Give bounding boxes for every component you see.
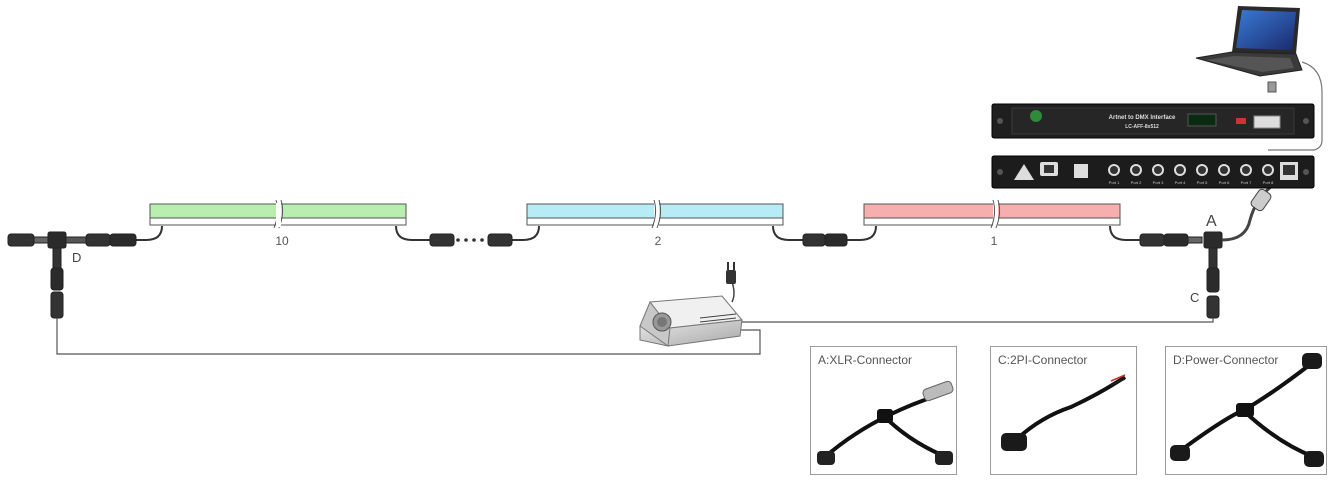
port-label: Port 2 bbox=[1131, 180, 1142, 185]
artnet-interface-front bbox=[991, 103, 1315, 139]
port-label: Port 3 bbox=[1153, 180, 1164, 185]
label-c: C bbox=[1190, 290, 1199, 305]
led-bar-2 bbox=[526, 199, 784, 229]
xlr-connector-photo bbox=[817, 380, 954, 465]
label-d: D bbox=[72, 250, 81, 265]
inset-2pi-connector: C:2PI-Connector bbox=[990, 346, 1137, 475]
ethernet-plug bbox=[1267, 81, 1277, 93]
port-label: Port 6 bbox=[1219, 180, 1230, 185]
label-a: A bbox=[1206, 213, 1217, 230]
bar-label-1: 1 bbox=[991, 234, 998, 248]
bar-label-2: 2 bbox=[655, 234, 662, 248]
ethernet-cable bbox=[1268, 61, 1323, 151]
interface-model: LC-AFF-8x512 bbox=[1125, 124, 1159, 130]
led-bar-10 bbox=[149, 199, 407, 229]
interface-title: Artnet to DMX Interface bbox=[1109, 115, 1176, 121]
inset-title: A:XLR-Connector bbox=[818, 353, 913, 367]
ac-plug bbox=[726, 262, 736, 303]
port-label: Port 4 bbox=[1175, 180, 1186, 185]
port-label: Port 7 bbox=[1241, 180, 1252, 185]
inset-power-connector: D:Power-Connector bbox=[1165, 346, 1327, 475]
laptop bbox=[1195, 6, 1303, 77]
power-wires bbox=[56, 318, 1214, 355]
led-bar-1 bbox=[863, 199, 1121, 229]
power-connector-photo bbox=[1170, 353, 1324, 467]
port-label: Port 1 bbox=[1109, 180, 1120, 185]
power-supply bbox=[639, 295, 743, 347]
ellipsis-dots bbox=[456, 238, 484, 242]
inline-connectors bbox=[7, 231, 1223, 319]
inset-title: D:Power-Connector bbox=[1173, 353, 1279, 367]
bar-cables bbox=[136, 225, 1140, 241]
port-label: Port 8 bbox=[1263, 180, 1274, 185]
inset-xlr-connector: A:XLR-Connector bbox=[810, 346, 957, 475]
xlr-plug bbox=[1250, 188, 1272, 212]
dmx-ports: Port 1 Port 2 Port 3 Port 4 Port 5 Port … bbox=[1108, 164, 1274, 185]
2pi-connector-photo bbox=[1001, 374, 1127, 451]
bar-label-10: 10 bbox=[275, 234, 289, 248]
inset-title: C:2PI-Connector bbox=[998, 353, 1088, 367]
port-label: Port 5 bbox=[1197, 180, 1208, 185]
